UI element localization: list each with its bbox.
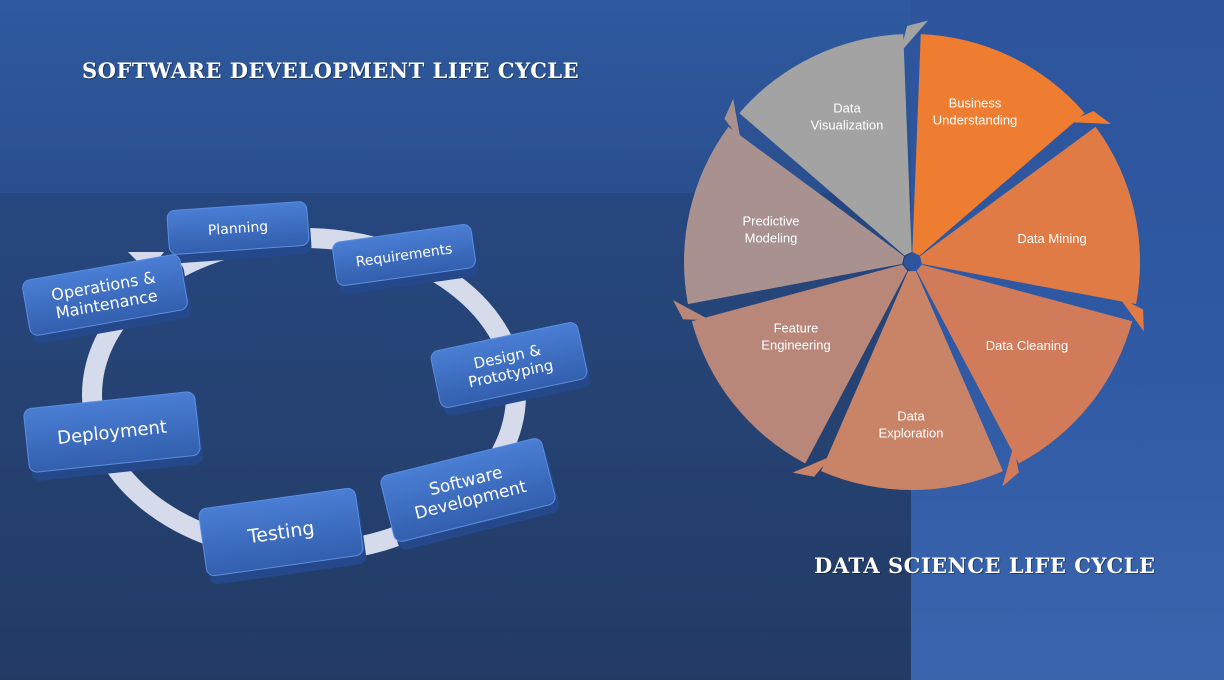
sdlc-step-box-face [22, 254, 188, 336]
dslc-segment-arrow [1119, 297, 1144, 332]
sdlc-step-box: Operations &Maintenance [22, 254, 191, 344]
sdlc-step-label: Planning [207, 219, 268, 239]
dslc-segment-label: Feature [774, 321, 819, 336]
dslc-segment-label: Modeling [745, 231, 798, 246]
sdlc-step-box: Deployment [23, 391, 204, 481]
dslc-segment [691, 264, 908, 464]
dslc-segment-label: Business [949, 96, 1002, 111]
dslc-segment-label: Visualization [811, 118, 884, 133]
dslc-segment-label: Data [897, 409, 925, 424]
sdlc-step-box: Requirements [332, 224, 479, 295]
dslc-segment-label: Predictive [742, 214, 799, 229]
sdlc-step-box-face [380, 438, 556, 542]
dslc-segment-label: Data [833, 101, 861, 116]
dslc-segment [684, 126, 904, 305]
dslc-segment-arrow [900, 20, 929, 53]
sdlc-step-box-face [166, 201, 310, 255]
dslc-segment-arrow [724, 98, 741, 141]
dslc-segment-label: Understanding [933, 113, 1018, 128]
dslc-segment-arrow [1068, 111, 1111, 124]
dslc-segment-label: Exploration [878, 426, 943, 441]
dslc-segment [920, 126, 1140, 305]
sdlc-step-box: Testing [198, 487, 367, 585]
dslc-segment [821, 271, 1003, 490]
dslc-segment-arrow [792, 455, 832, 477]
sdlc-title: SOFTWARE DEVELOPMENT LIFE CYCLE [82, 58, 580, 83]
sdlc-step-box-face [198, 487, 364, 577]
dslc-segment-arrow [1002, 445, 1019, 487]
dslc-segment [912, 34, 1085, 256]
sdlc-step-box: Design &Prototyping [430, 322, 591, 416]
sdlc-step-box-face [23, 391, 201, 473]
sdlc-step-box-face [332, 224, 476, 286]
sdlc-step-box-face [430, 322, 588, 408]
dslc-segment [916, 264, 1133, 464]
dslc-segment-label: Data Mining [1017, 231, 1086, 246]
dslc-segment-label: Engineering [761, 338, 830, 353]
dslc-segment [739, 34, 912, 256]
dslc-segment-arrow [673, 300, 711, 321]
dslc-segment-label: Data Cleaning [986, 338, 1068, 353]
sdlc-step-box: Planning [166, 201, 312, 264]
dslc-title: DATA SCIENCE LIFE CYCLE [814, 553, 1156, 578]
dslc-hub [904, 254, 920, 270]
